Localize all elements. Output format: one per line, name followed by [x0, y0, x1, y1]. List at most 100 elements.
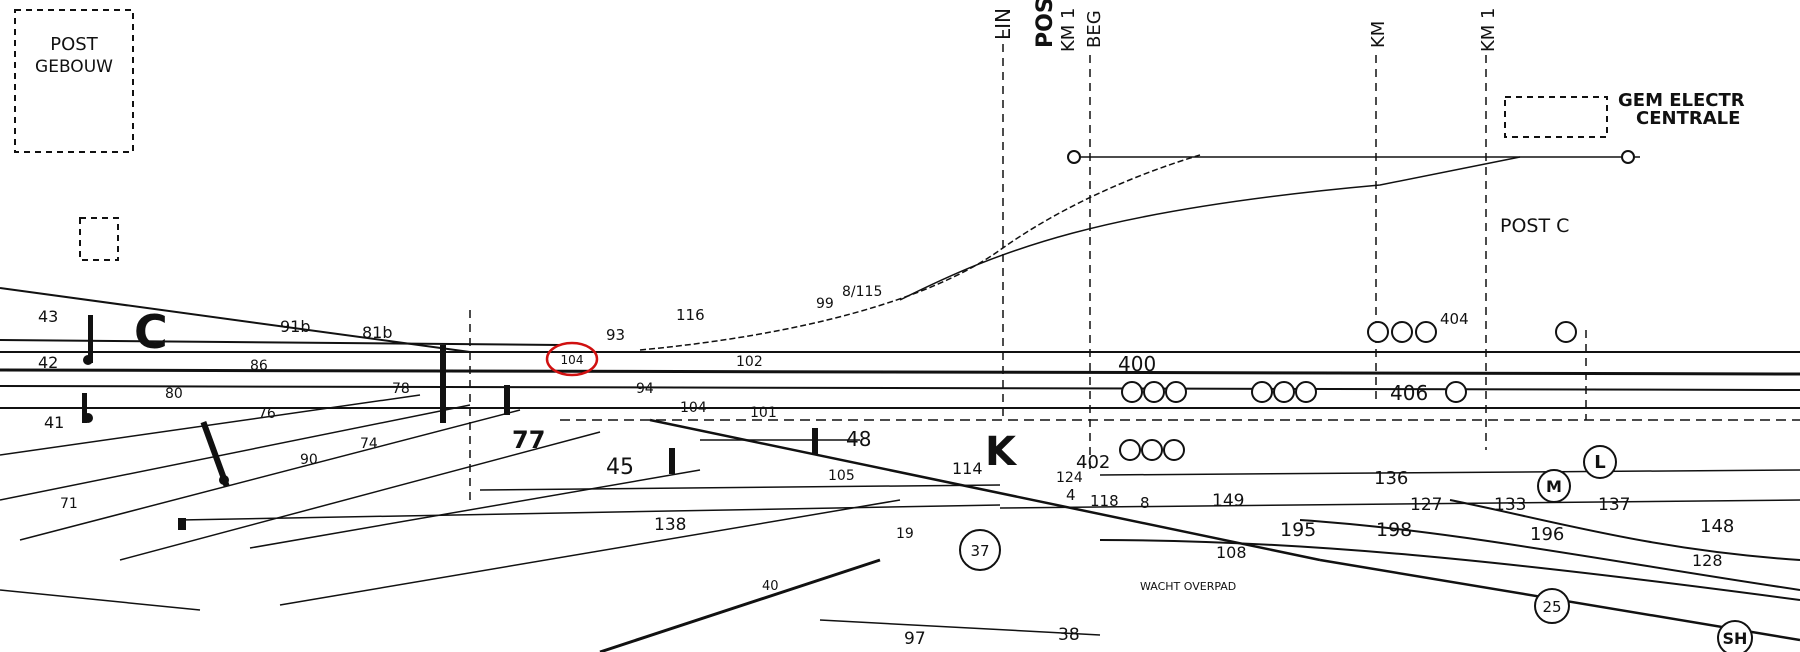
label-80: 80: [165, 386, 183, 402]
aspect-400-1: [1121, 381, 1143, 403]
aspect-400-2: [1143, 381, 1165, 403]
label-137: 137: [1598, 495, 1630, 515]
yard-fan-8: [599, 558, 881, 652]
aspect-402-1: [1119, 439, 1141, 461]
track-main-2: [0, 368, 1800, 376]
signal-dot-3: [219, 475, 229, 485]
track-branch-curve-2: [899, 156, 1521, 301]
label-93: 93: [606, 326, 625, 344]
wacht-overpad-note: WACHT OVERPAD: [1140, 580, 1236, 593]
post-c-label: POST C: [1500, 215, 1569, 237]
signal-aspects: [959, 150, 1753, 652]
building-label-post: POST: [50, 34, 98, 55]
label-78: 78: [392, 381, 410, 397]
highlight-ellipse: [545, 341, 599, 377]
label-400: 400: [1118, 352, 1156, 376]
label-4: 4: [1066, 486, 1076, 504]
kilometer-markers: [469, 30, 1587, 500]
aspect-406-4: [1445, 381, 1467, 403]
small-building: [79, 217, 119, 261]
label-148: 148: [1700, 516, 1734, 537]
label-114: 114: [952, 459, 983, 478]
label-48: 48: [846, 427, 871, 451]
label-133: 133: [1494, 495, 1526, 515]
label-198: 198: [1376, 519, 1412, 541]
label-81b: 81b: [362, 323, 393, 342]
label-71: 71: [60, 496, 78, 512]
track-upper: [0, 339, 561, 346]
label-91b: 91b: [280, 317, 311, 336]
label-104: 104: [680, 400, 707, 416]
aspect-M: [1537, 469, 1571, 503]
buffer-right: [1621, 150, 1635, 164]
signal-post-2: [82, 393, 87, 423]
signal-post-4: [440, 345, 446, 423]
highlighted-track-label: 104: [561, 353, 584, 367]
signal-dot-2: [83, 413, 93, 423]
aspect-404-2: [1391, 321, 1413, 343]
block-letter-l: L: [1594, 452, 1605, 473]
label-406: 406: [1390, 381, 1428, 405]
aspect-SH: [1717, 620, 1753, 652]
track-branch-curve-1: [639, 154, 1201, 351]
building-label-gebouw: GEBOUW: [35, 57, 113, 77]
signal-post-1: [88, 315, 93, 363]
header-km-c: KM 1: [1478, 7, 1499, 52]
track-number-labels: 43 42 41 91b 81b 86 80 78 76 74 90 71 93…: [38, 284, 1734, 649]
track-lower-2: [999, 499, 1800, 509]
track-main-3: [0, 385, 1800, 391]
yard-fan-4: [119, 431, 601, 561]
aspect-406-1: [1251, 381, 1273, 403]
label-45: 45: [606, 455, 634, 480]
label-19: 19: [896, 526, 914, 542]
label-42: 42: [38, 353, 58, 372]
track-lines: [0, 154, 1800, 652]
label-99: 99: [816, 296, 834, 312]
block-letter-sh: SH: [1723, 629, 1748, 648]
label-108: 108: [1216, 543, 1247, 562]
gem-electr-label: GEM ELECTR: [1618, 90, 1745, 111]
label-38: 38: [1058, 625, 1080, 645]
aspect-404-1: [1367, 321, 1389, 343]
yard-fan-6: [249, 469, 701, 549]
label-97: 97: [904, 629, 926, 649]
signal-dot-1: [83, 355, 93, 365]
label-102: 102: [736, 354, 763, 370]
label-41: 41: [44, 413, 64, 432]
buildings: [14, 9, 1608, 261]
header-km-b: KM: [1368, 21, 1389, 48]
label-74: 74: [360, 436, 378, 452]
label-124: 124: [1056, 470, 1083, 486]
track-lower-3: [1099, 469, 1800, 476]
track-lower-5: [1299, 519, 1800, 591]
header-km-a: KM 1: [1058, 7, 1079, 52]
track-diagonal-topleft: [0, 287, 471, 353]
aspect-25: [1534, 588, 1570, 624]
label-43: 43: [38, 307, 58, 326]
yard-fan-10: [819, 619, 1101, 636]
signal-post-3: [200, 421, 230, 487]
track-lower-6: [1449, 499, 1800, 561]
yard-fan-1: [0, 394, 421, 456]
label-195: 195: [1280, 519, 1316, 541]
yard-fan-5: [179, 504, 1001, 521]
signal-post-8: [178, 518, 186, 530]
label-404: 404: [1440, 310, 1469, 328]
aspect-406-3: [1295, 381, 1317, 403]
label-86: 86: [250, 358, 268, 374]
track-lower-diag-1: [649, 418, 1321, 562]
yard-fan-2: [0, 404, 471, 501]
centrale-label: CENTRALE: [1636, 108, 1740, 129]
gem-electr-building: [1504, 96, 1608, 138]
aspect-400-3: [1165, 381, 1187, 403]
aspect-402-2: [1141, 439, 1163, 461]
post-gebouw-building: [14, 9, 134, 153]
label-138: 138: [654, 515, 686, 535]
signal-posts: [82, 315, 818, 530]
yard-fan-9: [0, 589, 201, 611]
label-37: 37: [970, 542, 989, 560]
label-116: 116: [676, 306, 705, 324]
label-94: 94: [636, 381, 654, 397]
aspect-406-2: [1273, 381, 1295, 403]
yard-fan-11: [479, 484, 1001, 491]
